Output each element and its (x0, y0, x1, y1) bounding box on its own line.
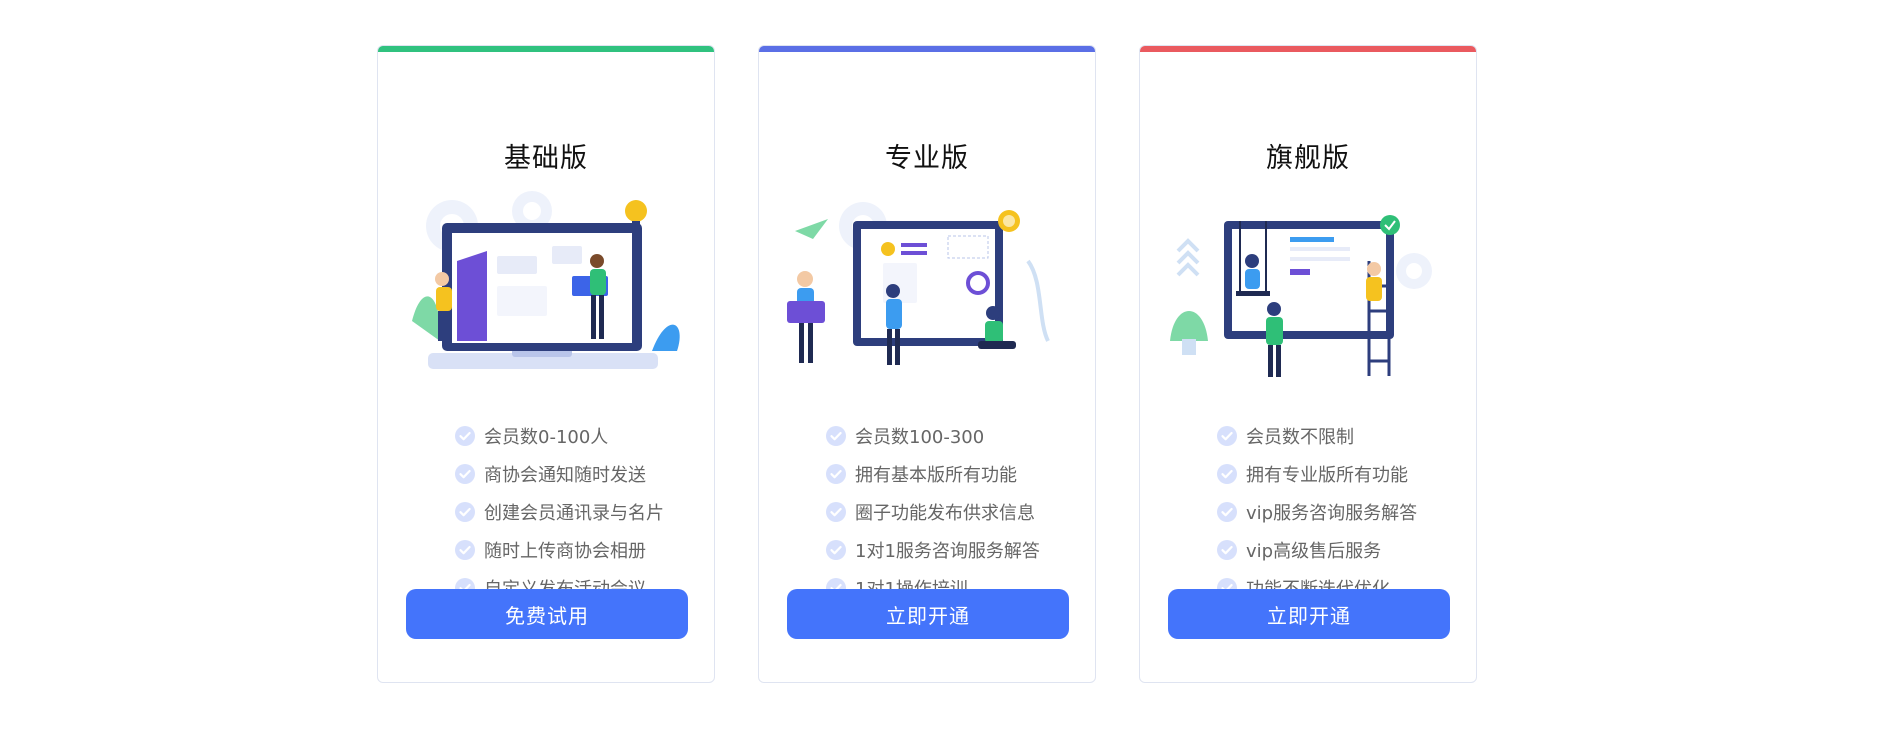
check-circle-icon (825, 425, 847, 447)
feature-item: 商协会通知随时发送 (454, 455, 664, 493)
plan-card-pro: 专业版 (758, 45, 1096, 683)
plan-card-flagship: 旗舰版 (1139, 45, 1477, 683)
feature-item: vip高级售后服务 (1216, 531, 1417, 569)
check-circle-icon (1216, 539, 1238, 561)
feature-list: 会员数不限制 拥有专业版所有功能 vip服务咨询服务解答 vip高级售后服务 功… (1216, 417, 1417, 607)
free-trial-button[interactable]: 免费试用 (406, 589, 688, 639)
plan-accent-bar (378, 46, 714, 52)
plan-title: 专业版 (885, 143, 969, 174)
feature-list: 会员数0-100人 商协会通知随时发送 创建会员通讯录与名片 随时上传商协会相册… (454, 417, 664, 607)
feature-item: 圈子功能发布供求信息 (825, 493, 1040, 531)
check-circle-icon (1216, 501, 1238, 523)
check-circle-icon (825, 463, 847, 485)
feature-item: 1对1服务咨询服务解答 (825, 531, 1040, 569)
activate-pro-button[interactable]: 立即开通 (787, 589, 1069, 639)
plan-title: 旗舰版 (1266, 143, 1350, 174)
check-circle-icon (454, 501, 476, 523)
swing-ladder-illustration (1170, 215, 1432, 377)
laptop-team-illustration (412, 191, 680, 369)
feature-item: 会员数不限制 (1216, 417, 1417, 455)
pricing-cards: 基础版 (377, 45, 1477, 683)
feature-item: 创建会员通讯录与名片 (454, 493, 664, 531)
plan-card-basic: 基础版 (377, 45, 715, 683)
whiteboard-team-illustration (787, 202, 1050, 365)
activate-flagship-button[interactable]: 立即开通 (1168, 589, 1450, 639)
check-circle-icon (1216, 425, 1238, 447)
check-circle-icon (825, 539, 847, 561)
feature-item: 拥有基本版所有功能 (825, 455, 1040, 493)
check-circle-icon (825, 501, 847, 523)
feature-item: vip服务咨询服务解答 (1216, 493, 1417, 531)
plan-accent-bar (759, 46, 1095, 52)
check-circle-icon (1216, 463, 1238, 485)
plan-accent-bar (1140, 46, 1476, 52)
feature-item: 会员数100-300 (825, 417, 1040, 455)
check-circle-icon (454, 463, 476, 485)
feature-item: 随时上传商协会相册 (454, 531, 664, 569)
feature-item: 会员数0-100人 (454, 417, 664, 455)
check-circle-icon (454, 425, 476, 447)
check-circle-icon (454, 539, 476, 561)
plan-title: 基础版 (504, 143, 588, 174)
feature-item: 拥有专业版所有功能 (1216, 455, 1417, 493)
feature-list: 会员数100-300 拥有基本版所有功能 圈子功能发布供求信息 1对1服务咨询服… (825, 417, 1040, 607)
